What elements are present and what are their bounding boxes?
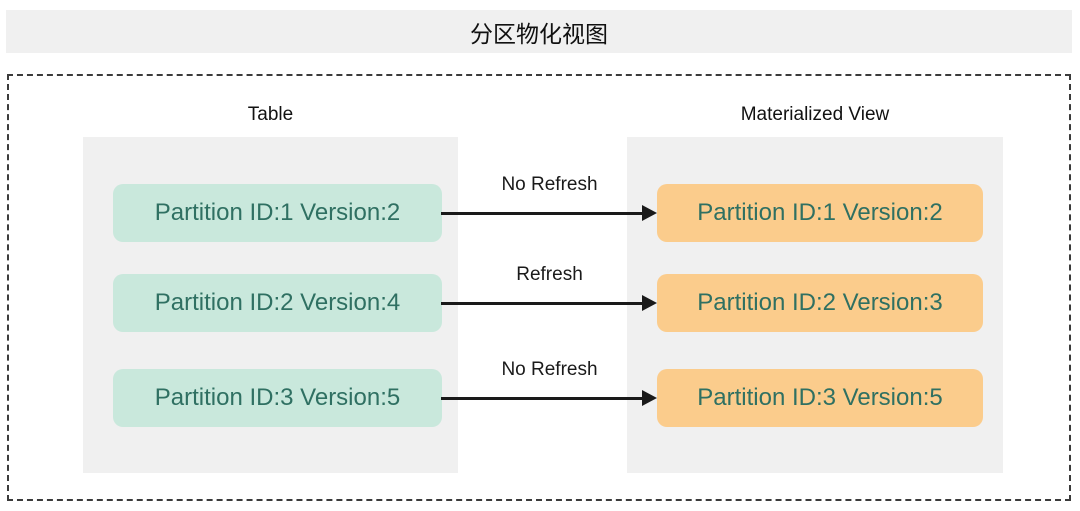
arrow-line-1: [441, 212, 643, 215]
arrow-label-1: No Refresh: [501, 174, 598, 195]
view-partition-1: Partition ID:1 Version:2: [657, 184, 983, 242]
arrow-head-icon: [642, 295, 657, 311]
table-partition-3: Partition ID:3 Version:5: [113, 369, 442, 427]
view-partition-3: Partition ID:3 Version:5: [657, 369, 983, 427]
view-partition-2: Partition ID:2 Version:3: [657, 274, 983, 332]
table-header: Table: [247, 104, 294, 125]
arrow-line-3: [441, 397, 643, 400]
arrow-head-icon: [642, 205, 657, 221]
arrow-head-icon: [642, 390, 657, 406]
arrow-label-2: Refresh: [516, 264, 583, 285]
arrow-line-2: [441, 302, 643, 305]
diagram-border: [7, 74, 1071, 501]
table-partition-1: Partition ID:1 Version:2: [113, 184, 442, 242]
materialized-view-header: Materialized View: [740, 104, 890, 125]
table-partition-2: Partition ID:2 Version:4: [113, 274, 442, 332]
title-bar: 分区物化视图: [6, 10, 1072, 53]
arrow-label-3: No Refresh: [501, 359, 598, 380]
page-title: 分区物化视图: [470, 20, 608, 47]
